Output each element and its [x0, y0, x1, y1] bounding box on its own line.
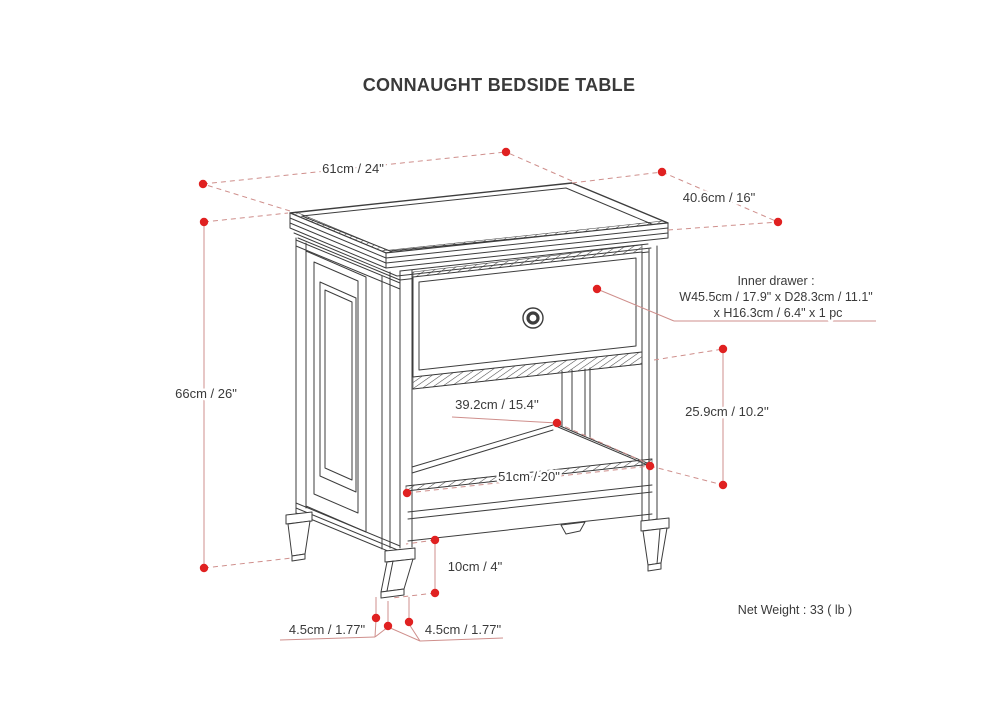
- dimension-line-dashed: [649, 465, 724, 486]
- dimension-line: [419, 637, 504, 642]
- dimension-dot: [718, 344, 728, 354]
- legs: [285, 511, 670, 599]
- dimension-line: [451, 416, 558, 424]
- inner-drawer-note-line3: x H16.3cm / 6.4" x 1 pc: [714, 306, 843, 320]
- dimension-line-dashed: [556, 422, 650, 465]
- dimension-label-leg-height: 10cm / 4": [448, 559, 503, 574]
- dimension-dot: [430, 535, 440, 545]
- drawer-knob: [522, 307, 544, 329]
- net-weight-note: Net Weight : 33 ( lb ): [738, 603, 852, 617]
- dimension-label-width: 61cm / 24": [322, 161, 384, 176]
- dimension-label-shelf-width: 51cm / 20": [498, 469, 560, 484]
- front-right-leg: [640, 517, 670, 572]
- front-left-leg: [380, 547, 416, 599]
- dimension-line-dashed: [203, 212, 289, 223]
- dimension-dot: [657, 167, 667, 177]
- inner-drawer-note-line2: W45.5cm / 17.9" x D28.3cm / 11.1": [679, 290, 872, 304]
- page-title: CONNAUGHT BEDSIDE TABLE: [363, 75, 636, 95]
- dimension-line: [279, 636, 376, 641]
- dimension-line-dashed: [661, 171, 779, 223]
- dimension-label-depth: 40.6cm / 16": [683, 190, 756, 205]
- dimension-line-dashed: [653, 348, 724, 361]
- dimension-line: [387, 626, 421, 642]
- dimension-line-dashed: [406, 465, 651, 494]
- dimension-line-dashed: [391, 592, 436, 599]
- dimension-line-dashed: [203, 557, 293, 569]
- dimension-dot: [199, 217, 209, 227]
- dimension-dot: [198, 179, 208, 189]
- dimension-dot: [371, 613, 381, 623]
- dimension-line: [408, 623, 421, 642]
- dimension-dot: [501, 147, 511, 157]
- back-left-leg: [285, 511, 313, 562]
- dimension-label-open-height: 25.9cm / 10.2'': [685, 404, 769, 419]
- dimension-line-dashed: [571, 171, 663, 184]
- side-panel: [295, 237, 401, 557]
- dimension-line-dashed: [667, 221, 779, 231]
- dimension-line: [596, 288, 675, 322]
- dimension-dot: [383, 621, 393, 631]
- dimension-label-height: 66cm / 26": [175, 386, 237, 401]
- table-line-art: [285, 182, 670, 599]
- dimension-annotations: [198, 147, 876, 642]
- dimension-label-leg-width: 4.5cm / 1.77": [425, 622, 502, 637]
- dimension-line-dashed: [505, 151, 573, 182]
- dimension-line-dashed: [202, 151, 507, 185]
- dimension-dot: [404, 617, 414, 627]
- dimension-dot: [773, 217, 783, 227]
- dimension-dot: [199, 563, 209, 573]
- dimension-dot: [552, 418, 562, 428]
- dimension-labels: CONNAUGHT BEDSIDE TABLE 61cm / 24" 40.6c…: [173, 73, 876, 640]
- dimension-label-interior-width: 39.2cm / 15.4'': [455, 397, 539, 412]
- dimension-label-leg-depth: 4.5cm / 1.77": [289, 622, 366, 637]
- drawer: [412, 244, 643, 390]
- dimension-line-dashed: [405, 539, 436, 545]
- center-glide: [560, 521, 586, 535]
- dimension-dot: [402, 488, 412, 498]
- dimension-line: [374, 619, 377, 638]
- front-frame: [399, 243, 658, 549]
- dimension-dot: [430, 588, 440, 598]
- inner-drawer-note-line1: Inner drawer :: [737, 274, 814, 288]
- dimension-dot: [718, 480, 728, 490]
- dimension-dot: [645, 461, 655, 471]
- dimension-dot: [592, 284, 602, 294]
- dimension-line-dashed: [202, 183, 291, 212]
